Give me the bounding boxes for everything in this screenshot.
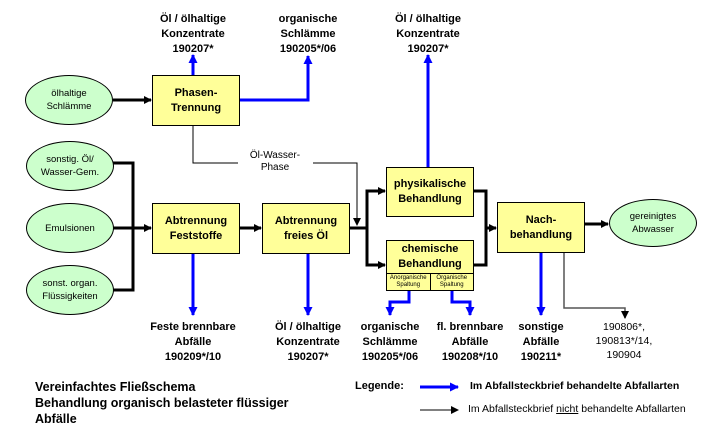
waste-line: Abfälle (451, 336, 489, 348)
merge-bracket (473, 189, 488, 267)
sub-anorganische-spaltung: Anorganische Spaltung (387, 274, 430, 290)
ellipse-text: Schlämme (46, 101, 92, 112)
ellipse-text: gereinigtes (629, 211, 677, 222)
box-text: Phasen- (174, 86, 218, 99)
input-sonstig-oel-wasser: sonstig. Öl/ Wasser-Gem. (26, 141, 114, 191)
waste-code: 190806*, (602, 321, 646, 333)
step-phasen-trennung: Phasen- Trennung (152, 75, 240, 126)
waste-top-phasen-schlaemme: organische Schlämme 190205*/06 (279, 12, 338, 57)
chemische-sub-cells: Anorganische Spaltung Organische Spaltun… (387, 273, 473, 290)
step-abtrennung-freies-oel: Abtrennung freies Öl (262, 203, 350, 254)
legend-text-part: Im Abfallsteckbrief (468, 403, 557, 415)
split-bracket (365, 189, 384, 267)
waste-top-phasen-oel: Öl / ölhaltige Konzentrate 190207* (160, 12, 226, 57)
step-chemische-behandlung: chemische Behandlung Anorganische Spaltu… (386, 240, 474, 291)
step-physikalische-behandlung: physikalische Behandlung (386, 167, 474, 217)
legend-label: Legende: (355, 380, 404, 392)
blue-arrow-anorganisch (385, 290, 411, 316)
waste-code: 190207* (407, 43, 449, 55)
input-emulsionen: Emulsionen (26, 203, 114, 253)
legend-text-part: behandelte Abfallarten (578, 403, 686, 415)
waste-line: Konzentrate (161, 28, 225, 40)
waste-bottom-not-treated: 190806*, 190813*/14, 190904 (596, 320, 653, 362)
waste-line: sonstige (518, 321, 564, 333)
box-text: Behandlung (398, 258, 462, 270)
sub-text: Anorganische (389, 275, 427, 281)
waste-bottom-org-brennbar: fl. brennbare Abfälle 190208*/10 (437, 320, 504, 365)
waste-bottom-feststoffe: Feste brennbare Abfälle 190209*/10 (150, 320, 236, 365)
waste-code: 190208*/10 (441, 351, 499, 363)
step-nachbehandlung: Nach- behandlung (497, 202, 585, 253)
waste-code: 190205*/06 (361, 351, 419, 363)
chemische-main: chemische Behandlung (398, 241, 462, 273)
waste-line: organische (278, 13, 338, 25)
box-text: Feststoffe (169, 229, 223, 242)
step-abtrennung-feststoffe: Abtrennung Feststoffe (152, 203, 240, 254)
waste-line: Öl / ölhaltige (394, 13, 462, 25)
waste-code: 190904 (606, 349, 642, 361)
label-line: Phase (260, 162, 290, 173)
waste-bottom-anorg-schlaemme: organische Schlämme 190205*/06 (361, 320, 420, 365)
thin-arrow-nach-untreated (563, 252, 629, 319)
box-text: chemische (401, 243, 459, 255)
legend-text-emphasis: nicht (556, 403, 579, 415)
waste-line: Öl / ölhaltige (159, 13, 227, 25)
waste-line: fl. brennbare (436, 321, 504, 333)
waste-line: organische (360, 321, 420, 333)
waste-code: 190211* (520, 351, 562, 363)
box-text: Nach- (525, 213, 557, 226)
ellipse-text: sonst. organ. (42, 278, 98, 289)
box-text: Abtrennung (164, 214, 228, 227)
waste-line: Konzentrate (396, 28, 460, 40)
box-text: Behandlung (398, 193, 462, 205)
box-text: behandlung (509, 228, 573, 241)
sub-text: Spaltung (396, 282, 421, 288)
diagram-title: Vereinfachtes Fließschema Behandlung org… (35, 379, 289, 427)
ellipse-text: Emulsionen (45, 222, 95, 234)
waste-line: Abfälle (522, 336, 560, 348)
blue-arrow-organisch (450, 290, 475, 316)
waste-bottom-sonstige: sonstige Abfälle 190211* (518, 320, 563, 365)
box-text: Abtrennung (274, 214, 338, 227)
waste-line: Schlämme (280, 28, 336, 40)
waste-code: 190207* (287, 351, 329, 363)
sub-text: Organische (436, 275, 468, 281)
title-line: Behandlung organisch belasteter flüssige… (35, 396, 289, 410)
waste-code: 190205*/06 (279, 43, 337, 55)
oel-wasser-connector (192, 125, 238, 164)
label-line: Öl-Wasser- (249, 150, 301, 161)
blue-arrow-phasen-schlaemme (239, 55, 313, 102)
waste-line: Konzentrate (276, 336, 340, 348)
waste-line: Feste brennbare (150, 321, 236, 333)
sub-text: Spaltung (439, 282, 464, 288)
waste-top-physikalisch-oel: Öl / ölhaltige Konzentrate 190207* (395, 12, 461, 57)
box-text: freies Öl (283, 229, 329, 242)
legend-treated-text: Im Abfallsteckbrief behandelte Abfallart… (470, 380, 680, 392)
ellipse-text: sonstig. Öl/ (46, 154, 94, 165)
input-oelhaltige-schlaemme: ölhaltige Schlämme (25, 75, 113, 125)
sub-organische-spaltung: Organische Spaltung (429, 274, 474, 290)
waste-code: 190207* (172, 43, 214, 55)
ellipse-text: Flüssigkeiten (42, 291, 98, 302)
oel-wasser-connector-right (313, 162, 361, 226)
title-line: Vereinfachtes Fließschema (35, 380, 196, 394)
legend-untreated-text: Im Abfallsteckbrief nicht behandelte Abf… (468, 403, 686, 415)
ellipse-text: ölhaltige (51, 88, 87, 99)
output-gereinigtes-abwasser: gereinigtes Abwasser (609, 199, 697, 247)
ellipse-text: Abwasser (632, 224, 674, 235)
label-oel-wasser-phase: Öl-Wasser- Phase (250, 150, 300, 174)
box-text: Trennung (170, 101, 222, 114)
waste-code: 190209*/10 (164, 351, 222, 363)
waste-bottom-freies-oel: Öl / ölhaltige Konzentrate 190207* (275, 320, 341, 365)
title-line: Abfälle (35, 412, 77, 426)
box-text: physikalische (393, 178, 467, 190)
waste-line: Abfälle (174, 336, 212, 348)
waste-line: Öl / ölhaltige (274, 321, 342, 333)
waste-code: 190813*/14, (595, 335, 653, 347)
input-sonst-organ-fluessigkeiten: sonst. organ. Flüssigkeiten (26, 265, 114, 315)
waste-line: Schlämme (362, 336, 418, 348)
ellipse-text: Wasser-Gem. (40, 167, 100, 178)
